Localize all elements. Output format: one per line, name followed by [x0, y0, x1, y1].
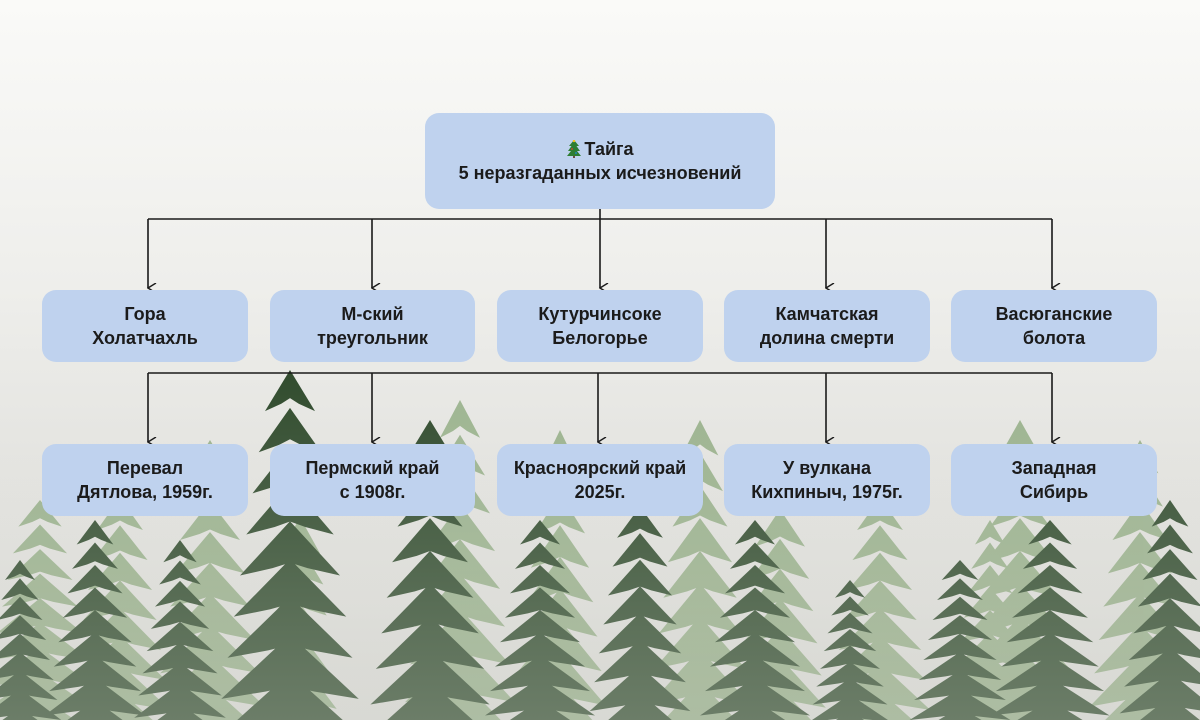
place-node-line: М-ский: [341, 304, 404, 324]
place-node-5: Васюганские болота: [951, 290, 1157, 362]
place-node-line: долина смерти: [759, 328, 895, 348]
place-node-line: Кутурчинсоке: [538, 304, 662, 324]
event-node-line: Красноярский край: [513, 458, 687, 478]
place-node-line: Холатчахль: [92, 328, 198, 348]
event-node-line: Кихпиныч, 1975г.: [751, 482, 903, 502]
place-node-3: Кутурчинсоке Белогорье: [497, 290, 703, 362]
root-title-line: Тайга: [566, 137, 634, 161]
place-node-line: Васюганские: [995, 304, 1113, 324]
event-node-1: Перевал Дятлова, 1959г.: [42, 444, 248, 516]
event-node-4: У вулкана Кихпиныч, 1975г.: [724, 444, 930, 516]
place-node-2: М-ский треугольник: [270, 290, 475, 362]
christmas-tree-icon: [567, 140, 582, 158]
event-node-5: Западная Сибирь: [951, 444, 1157, 516]
place-node-line: болота: [1022, 328, 1086, 348]
place-node-line: треугольник: [317, 328, 428, 348]
event-node-line: Западная: [1011, 458, 1097, 478]
event-node-line: Дятлова, 1959г.: [77, 482, 213, 502]
event-node-3: Красноярский край 2025г.: [497, 444, 703, 516]
place-node-4: Камчатская долина смерти: [724, 290, 930, 362]
event-node-line: 2025г.: [574, 482, 626, 502]
event-node-line: Пермский край: [305, 458, 440, 478]
event-node-line: У вулкана: [783, 458, 871, 478]
event-node-line: Сибирь: [1019, 482, 1089, 502]
place-node-line: Белогорье: [552, 328, 648, 348]
event-node-line: с 1908г.: [339, 482, 406, 502]
place-node-line: Камчатская: [775, 304, 879, 324]
place-node-line: Гора: [124, 304, 166, 324]
root-subtitle: 5 неразгаданных исчезновений: [458, 163, 742, 183]
place-node-1: Гора Холатчахль: [42, 290, 248, 362]
event-node-2: Пермский край с 1908г.: [270, 444, 475, 516]
event-node-line: Перевал: [106, 458, 184, 478]
root-title: Тайга: [584, 139, 634, 159]
root-node: Тайга 5 неразгаданных исчезновений: [425, 113, 775, 209]
